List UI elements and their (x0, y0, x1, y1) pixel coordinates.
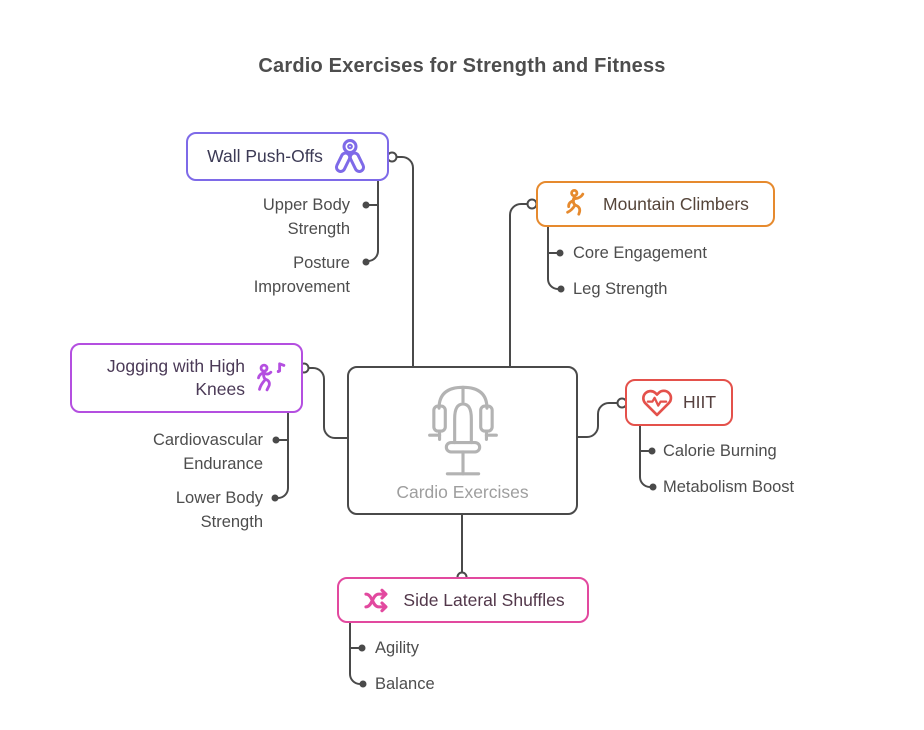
heart-pulse-icon (640, 387, 674, 418)
subitem-metabolism-boost[interactable]: Metabolism Boost (663, 478, 795, 496)
subitem-upper-body-strength[interactable]: Upper Body Strength (262, 196, 350, 238)
node-jogging-with-high-knees[interactable]: Jogging with High Knees (70, 343, 303, 413)
node-mountain-climbers[interactable]: Mountain Climbers (536, 181, 775, 227)
dot-agility (358, 644, 366, 652)
jogging-person-icon (252, 358, 286, 398)
dot-cardio-endurance (272, 436, 280, 444)
connector-center-to-hiit (577, 402, 619, 438)
node-label-jogging: Jogging with High Knees (106, 356, 245, 399)
spine-shuffles-children (349, 621, 362, 685)
hand-gripper-icon (332, 137, 368, 177)
subitem-calorie-burning[interactable]: Calorie Burning (663, 442, 777, 460)
subitem-leg-strength[interactable]: Leg Strength (573, 280, 668, 298)
dot-posture (362, 258, 370, 266)
dot-calorie-burning (648, 447, 656, 455)
subitem-agility[interactable]: Agility (375, 639, 420, 657)
climbing-person-icon (562, 185, 594, 223)
dot-upper-body (362, 201, 370, 209)
node-side-lateral-shuffles[interactable]: Side Lateral Shuffles (337, 577, 589, 623)
node-wall-push-offs[interactable]: Wall Push-Offs (186, 132, 389, 181)
node-label-mountain-climbers: Mountain Climbers (603, 193, 749, 214)
dot-metabolism (649, 483, 657, 491)
node-hiit[interactable]: HIIT (625, 379, 733, 426)
connector-wall-to-center (396, 156, 414, 367)
subitem-cardiovascular-endurance[interactable]: Cardiovascular Endurance (152, 431, 263, 473)
spine-hiit-children (639, 425, 652, 488)
exercise-machine-icon (417, 379, 509, 479)
shuffle-arrows-icon (361, 586, 395, 615)
node-label-wall-push-offs: Wall Push-Offs (207, 146, 323, 166)
connector-mountain-to-center (509, 203, 529, 367)
dot-leg-strength (557, 285, 565, 293)
subitem-balance[interactable]: Balance (375, 675, 435, 693)
node-label-hiit: HIIT (683, 392, 717, 412)
subitem-lower-body-strength[interactable]: Lower Body Strength (175, 489, 263, 531)
dot-core-engagement (556, 249, 564, 257)
subitem-core-engagement[interactable]: Core Engagement (573, 244, 707, 262)
diagram-title: Cardio Exercises for Strength and Fitnes… (258, 55, 666, 77)
spine-wall-children (366, 180, 379, 262)
node-cardio-exercises[interactable]: Cardio Exercises (347, 366, 578, 515)
center-node-label: Cardio Exercises (396, 481, 529, 502)
node-label-side-lateral-shuffles: Side Lateral Shuffles (403, 589, 565, 610)
dot-lower-body (271, 494, 279, 502)
dot-balance (359, 680, 367, 688)
spine-mountain-children (547, 226, 560, 290)
spine-jogging-children (276, 411, 289, 499)
connector-jogging-to-center (307, 367, 348, 439)
subitem-posture-improvement[interactable]: Posture Improvement (253, 254, 350, 296)
